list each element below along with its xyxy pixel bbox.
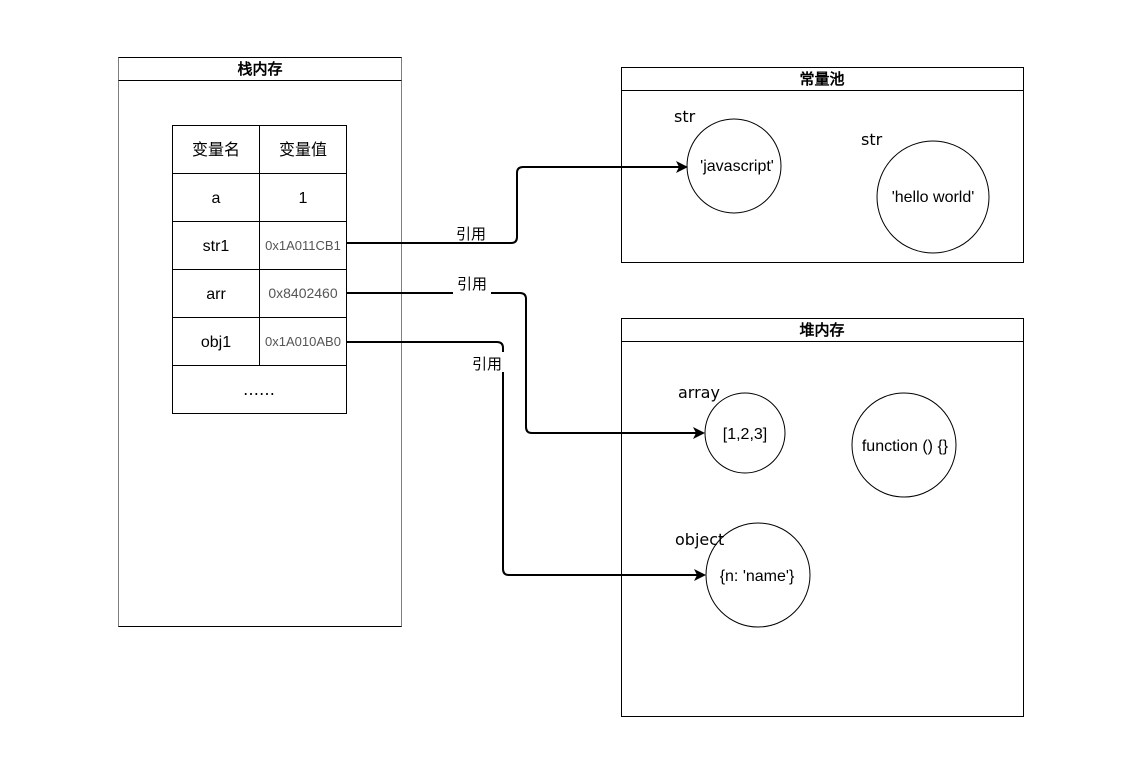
variable-table: 变量名 变量值 a 1 str1 0x1A011CB1 arr 0x840246… [172,125,347,414]
table-ellipsis: …… [243,380,275,399]
variable-name-cell: a [212,190,221,207]
header-variable-name: 变量名 [192,140,240,159]
node-value: 'hello world' [892,189,975,206]
variable-name-cell: str1 [203,238,230,255]
reference-edge-arr[interactable]: 引用 [346,275,705,439]
variable-name-cell: arr [206,286,226,303]
heap-memory-title: 堆内存 [799,321,844,339]
node-label: object [675,530,724,549]
constant-node-javascript[interactable]: str 'javascript' [674,107,782,214]
constant-pool-title: 常量池 [799,70,844,88]
header-variable-value: 变量值 [279,140,327,159]
heap-node-array[interactable]: array [1,2,3] [678,383,786,474]
variable-name-cell: obj1 [201,334,231,351]
variable-value-cell: 1 [299,190,308,207]
node-value: 'javascript' [700,158,774,175]
stack-memory-title: 栈内存 [237,60,282,78]
variable-value-cell: 0x1A011CB1 [265,238,341,253]
variable-value-cell: 0x1A010AB0 [265,334,341,349]
node-label: str [861,130,883,149]
reference-edge-obj1[interactable]: 引用 [346,341,706,581]
edge-label: 引用 [456,225,486,243]
heap-node-function[interactable]: function () {} [851,392,957,498]
node-value: function () {} [862,438,949,455]
edge-label: 引用 [472,355,502,373]
constant-node-hello-world[interactable]: str 'hello world' [861,130,990,254]
heap-node-object[interactable]: object {n: 'name'} [675,522,811,628]
variable-value-cell: 0x8402460 [268,285,338,301]
edge-label: 引用 [457,275,487,293]
table-row[interactable]: arr 0x8402460 [206,285,338,303]
table-row[interactable]: str1 0x1A011CB1 [203,238,341,255]
reference-edge-str1[interactable]: 引用 [346,161,688,244]
table-row[interactable]: a 1 [212,190,308,207]
node-label: str [674,107,696,126]
table-header-row: 变量名 变量值 [192,140,327,159]
node-value: [1,2,3] [723,426,767,443]
node-value: {n: 'name'} [720,568,795,585]
node-label: array [678,383,720,402]
table-row[interactable]: obj1 0x1A010AB0 [201,334,341,351]
heap-memory-container[interactable]: 堆内存 [621,318,1024,717]
